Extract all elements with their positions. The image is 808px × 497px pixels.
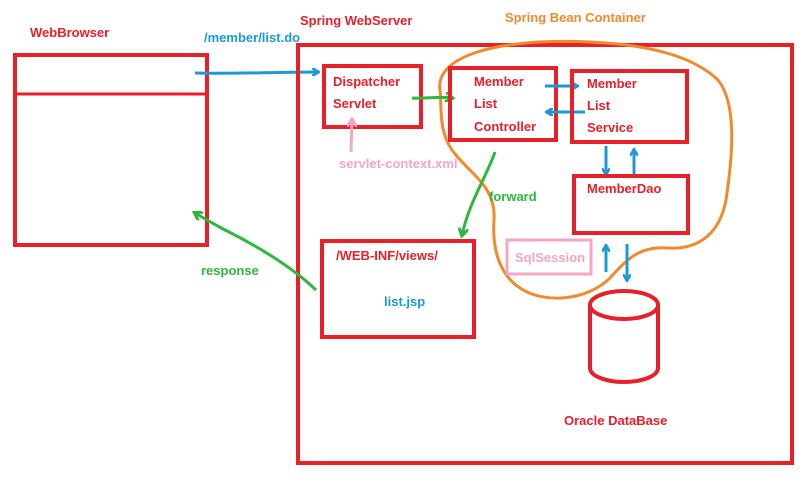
member-list-service-box <box>570 69 689 144</box>
response-arrow <box>195 213 318 292</box>
oracle-database-icon <box>588 289 660 384</box>
spring-webserver-boundary <box>296 43 794 465</box>
forward-label: forward <box>489 189 537 204</box>
request-arrow <box>194 72 318 73</box>
member-list-controller-box <box>448 66 558 142</box>
response-label: response <box>201 263 259 278</box>
web-browser-title: WebBrowser <box>30 25 109 40</box>
controller-label-line3: Controller <box>474 119 536 134</box>
dispatcher-label-line2: Servlet <box>333 96 377 111</box>
spring-webserver-title: Spring WebServer <box>300 13 412 28</box>
sql-session-label: SqlSession <box>515 250 585 265</box>
dispatcher-servlet-box <box>322 64 423 129</box>
list-jsp-label: list.jsp <box>384 294 425 309</box>
service-label-line3: Service <box>587 120 633 135</box>
dispatcher-label-line1: Dispatcher <box>333 74 400 89</box>
web-browser-window <box>13 53 209 247</box>
spring-bean-container-boundary <box>438 39 734 300</box>
dispatcher-to-controller-arrow <box>411 97 452 98</box>
servlet-context-arrow <box>351 120 352 153</box>
forward-arrow <box>462 151 497 235</box>
service-label-line2: List <box>587 98 611 113</box>
views-path-label: /WEB-INF/views/ <box>336 248 438 263</box>
sql-session-box <box>505 238 593 276</box>
request-url-label: /member/list.do <box>204 30 300 45</box>
servlet-context-label: servlet-context.xml <box>339 156 458 171</box>
view-jsp-box <box>320 239 476 339</box>
controller-label-line2: List <box>474 96 498 111</box>
service-label-line1: Member <box>587 76 637 91</box>
spring-bean-container-title: Spring Bean Container <box>505 10 646 25</box>
oracle-database-label: Oracle DataBase <box>564 413 667 428</box>
member-dao-label: MemberDao <box>587 181 661 196</box>
controller-label-line1: Member <box>474 74 524 89</box>
member-dao-box <box>572 174 690 235</box>
